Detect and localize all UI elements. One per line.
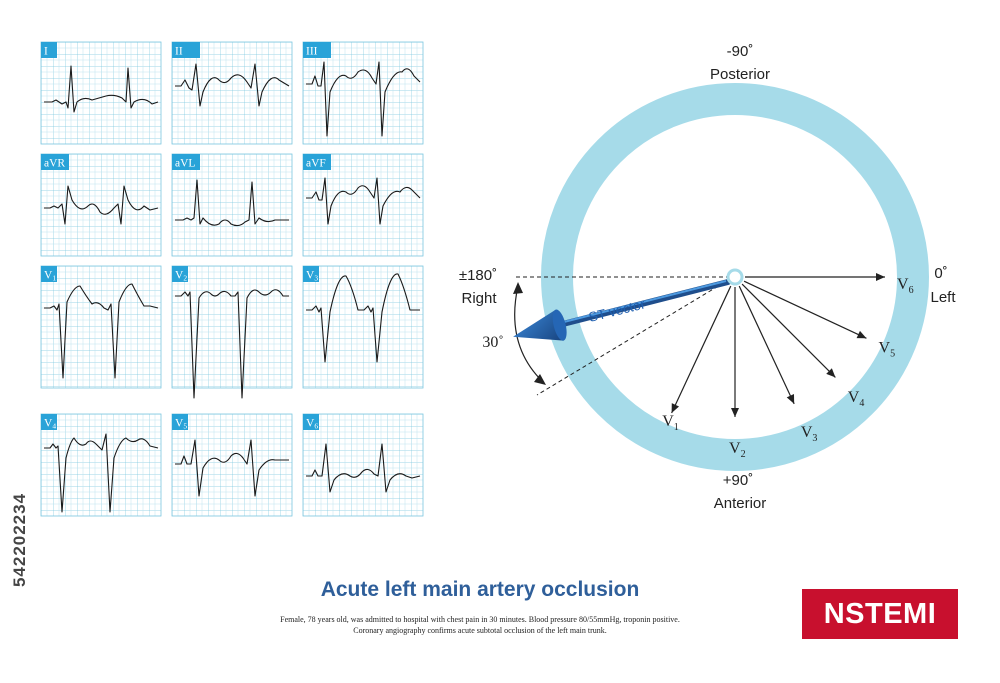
ecg-panel-V6: V6 <box>302 413 424 517</box>
lead-label-V3: V3 <box>306 270 318 283</box>
right-direction-label: Left <box>930 289 956 306</box>
lead-label-aVF: aVF <box>306 158 326 170</box>
lead-arrowhead-V2 <box>731 408 739 417</box>
lead-arrowhead-V3 <box>786 394 795 404</box>
lead-label-V4: V4 <box>44 418 56 431</box>
ecg-trace-aVF <box>306 177 421 225</box>
center-marker <box>726 268 744 286</box>
ecg-grid <box>302 413 424 517</box>
lead-label-aVR: aVR <box>44 158 65 170</box>
lead-label-box <box>41 414 57 430</box>
lead-label-box <box>303 414 319 430</box>
ecg-trace-II <box>175 63 290 107</box>
hexaxial-ring <box>541 83 929 471</box>
lead-label-box <box>172 154 200 170</box>
vector-lead-label-V1: V1 <box>662 413 679 433</box>
figure-title: Acute left main artery occlusion <box>320 578 640 601</box>
ecg-panel-aVF: aVF <box>302 153 424 257</box>
lead-label-aVL: aVL <box>175 158 195 170</box>
ecg-panel-II: II <box>171 41 293 145</box>
ecg-grid <box>302 41 424 145</box>
ecg-grid <box>40 265 162 389</box>
lead-label-II: II <box>175 46 183 58</box>
ecg-grid <box>171 413 293 517</box>
lead-arrow-V5 <box>743 280 867 339</box>
ecg-trace-V6 <box>306 443 421 493</box>
bottom-angle-label: +90˚ <box>723 472 753 489</box>
lead-arrow-V3 <box>738 285 795 405</box>
st-vector-label: ST vector <box>587 296 647 325</box>
lead-arrow-V4 <box>741 283 836 378</box>
ecg-panel-aVR: aVR <box>40 153 162 257</box>
case-description-line2: Coronary angiography confirms acute subt… <box>353 626 607 635</box>
ecg-panel-I: I <box>40 41 162 145</box>
lead-label-box <box>172 42 200 58</box>
lead-arrow-V1 <box>671 285 732 414</box>
ecg-trace-III <box>306 61 421 137</box>
ecg-trace-V1 <box>44 283 159 379</box>
stock-id-text: 542202234 <box>10 492 29 588</box>
ecg-trace-V2 <box>175 289 289 399</box>
lead-label-V6: V6 <box>306 418 318 431</box>
ecg-trace-V4 <box>44 433 159 513</box>
lead-arrowhead-V6 <box>876 273 885 281</box>
lead-label-I: I <box>44 46 48 58</box>
lead-arrowhead-V4 <box>826 368 836 378</box>
ecg-grid <box>40 41 162 145</box>
ecg-grid <box>171 153 293 257</box>
lead-label-V1: V1 <box>44 270 56 283</box>
ecg-panel-III: III <box>302 41 424 145</box>
lead-label-box <box>41 42 57 58</box>
top-direction-label: Posterior <box>710 66 770 83</box>
ecg-panel-V4: V4 <box>40 413 162 517</box>
st-vector-shaft <box>552 279 731 329</box>
lead-label-box <box>41 266 57 282</box>
angle-arc-head-top <box>513 282 523 294</box>
precordial-lead-arrows <box>671 273 885 417</box>
right-angle-label: 0˚ <box>934 265 947 282</box>
ecg-grid <box>171 41 293 145</box>
ecg-trace-I <box>44 65 159 113</box>
lead-label-box <box>303 154 331 170</box>
case-description-line1: Female, 78 years old, was admitted to ho… <box>280 615 680 624</box>
ecg-panel-V2: V2 <box>171 265 293 399</box>
ecg-grid <box>171 265 293 389</box>
lead-label-III: III <box>306 46 318 58</box>
lead-arrowhead-V1 <box>671 403 680 413</box>
case-description: Female, 78 years old, was admitted to ho… <box>200 614 760 636</box>
ecg-panel-V3: V3 <box>302 265 424 389</box>
nstemi-badge: NSTEMI <box>802 589 958 639</box>
top-angle-label: -90˚ <box>727 43 754 60</box>
lead-label-box <box>172 266 188 282</box>
angle-arc-head-bottom <box>534 374 546 385</box>
ecg-panel-aVL: aVL <box>171 153 293 257</box>
ecg-panel-V1: V1 <box>40 265 162 389</box>
lead-label-V5: V5 <box>175 418 187 431</box>
ecg-trace-aVR <box>44 185 159 225</box>
st-vector-diagram: ST vector -90˚ Posterior 0˚ Left +90˚ An… <box>459 43 956 512</box>
angle-arc <box>514 285 544 383</box>
offset-angle-label: 30˚ <box>482 334 503 351</box>
lead-arrowhead-V5 <box>856 330 867 339</box>
ecg-trace-aVL <box>175 179 289 227</box>
ecg-grid <box>302 153 424 257</box>
lead-label-box <box>303 42 331 58</box>
left-direction-label: Right <box>461 290 497 307</box>
st-vector-arrowhead <box>513 309 567 341</box>
lead-label-V2: V2 <box>175 270 187 283</box>
ecg-panel-V5: V5 <box>171 413 293 517</box>
lead-label-box <box>172 414 188 430</box>
st-vector-shaft-highlight <box>555 280 727 325</box>
ecg-trace-V5 <box>175 439 289 497</box>
bottom-direction-label: Anterior <box>714 495 767 512</box>
ecg-grid <box>302 265 424 389</box>
lead-label-box <box>41 154 69 170</box>
lead-label-box <box>303 266 319 282</box>
left-angle-label: ±180˚ <box>459 267 497 284</box>
ecg-trace-V3 <box>306 273 420 363</box>
reference-line-30deg <box>536 278 731 396</box>
stock-id-watermark: 542202234 <box>8 440 32 640</box>
